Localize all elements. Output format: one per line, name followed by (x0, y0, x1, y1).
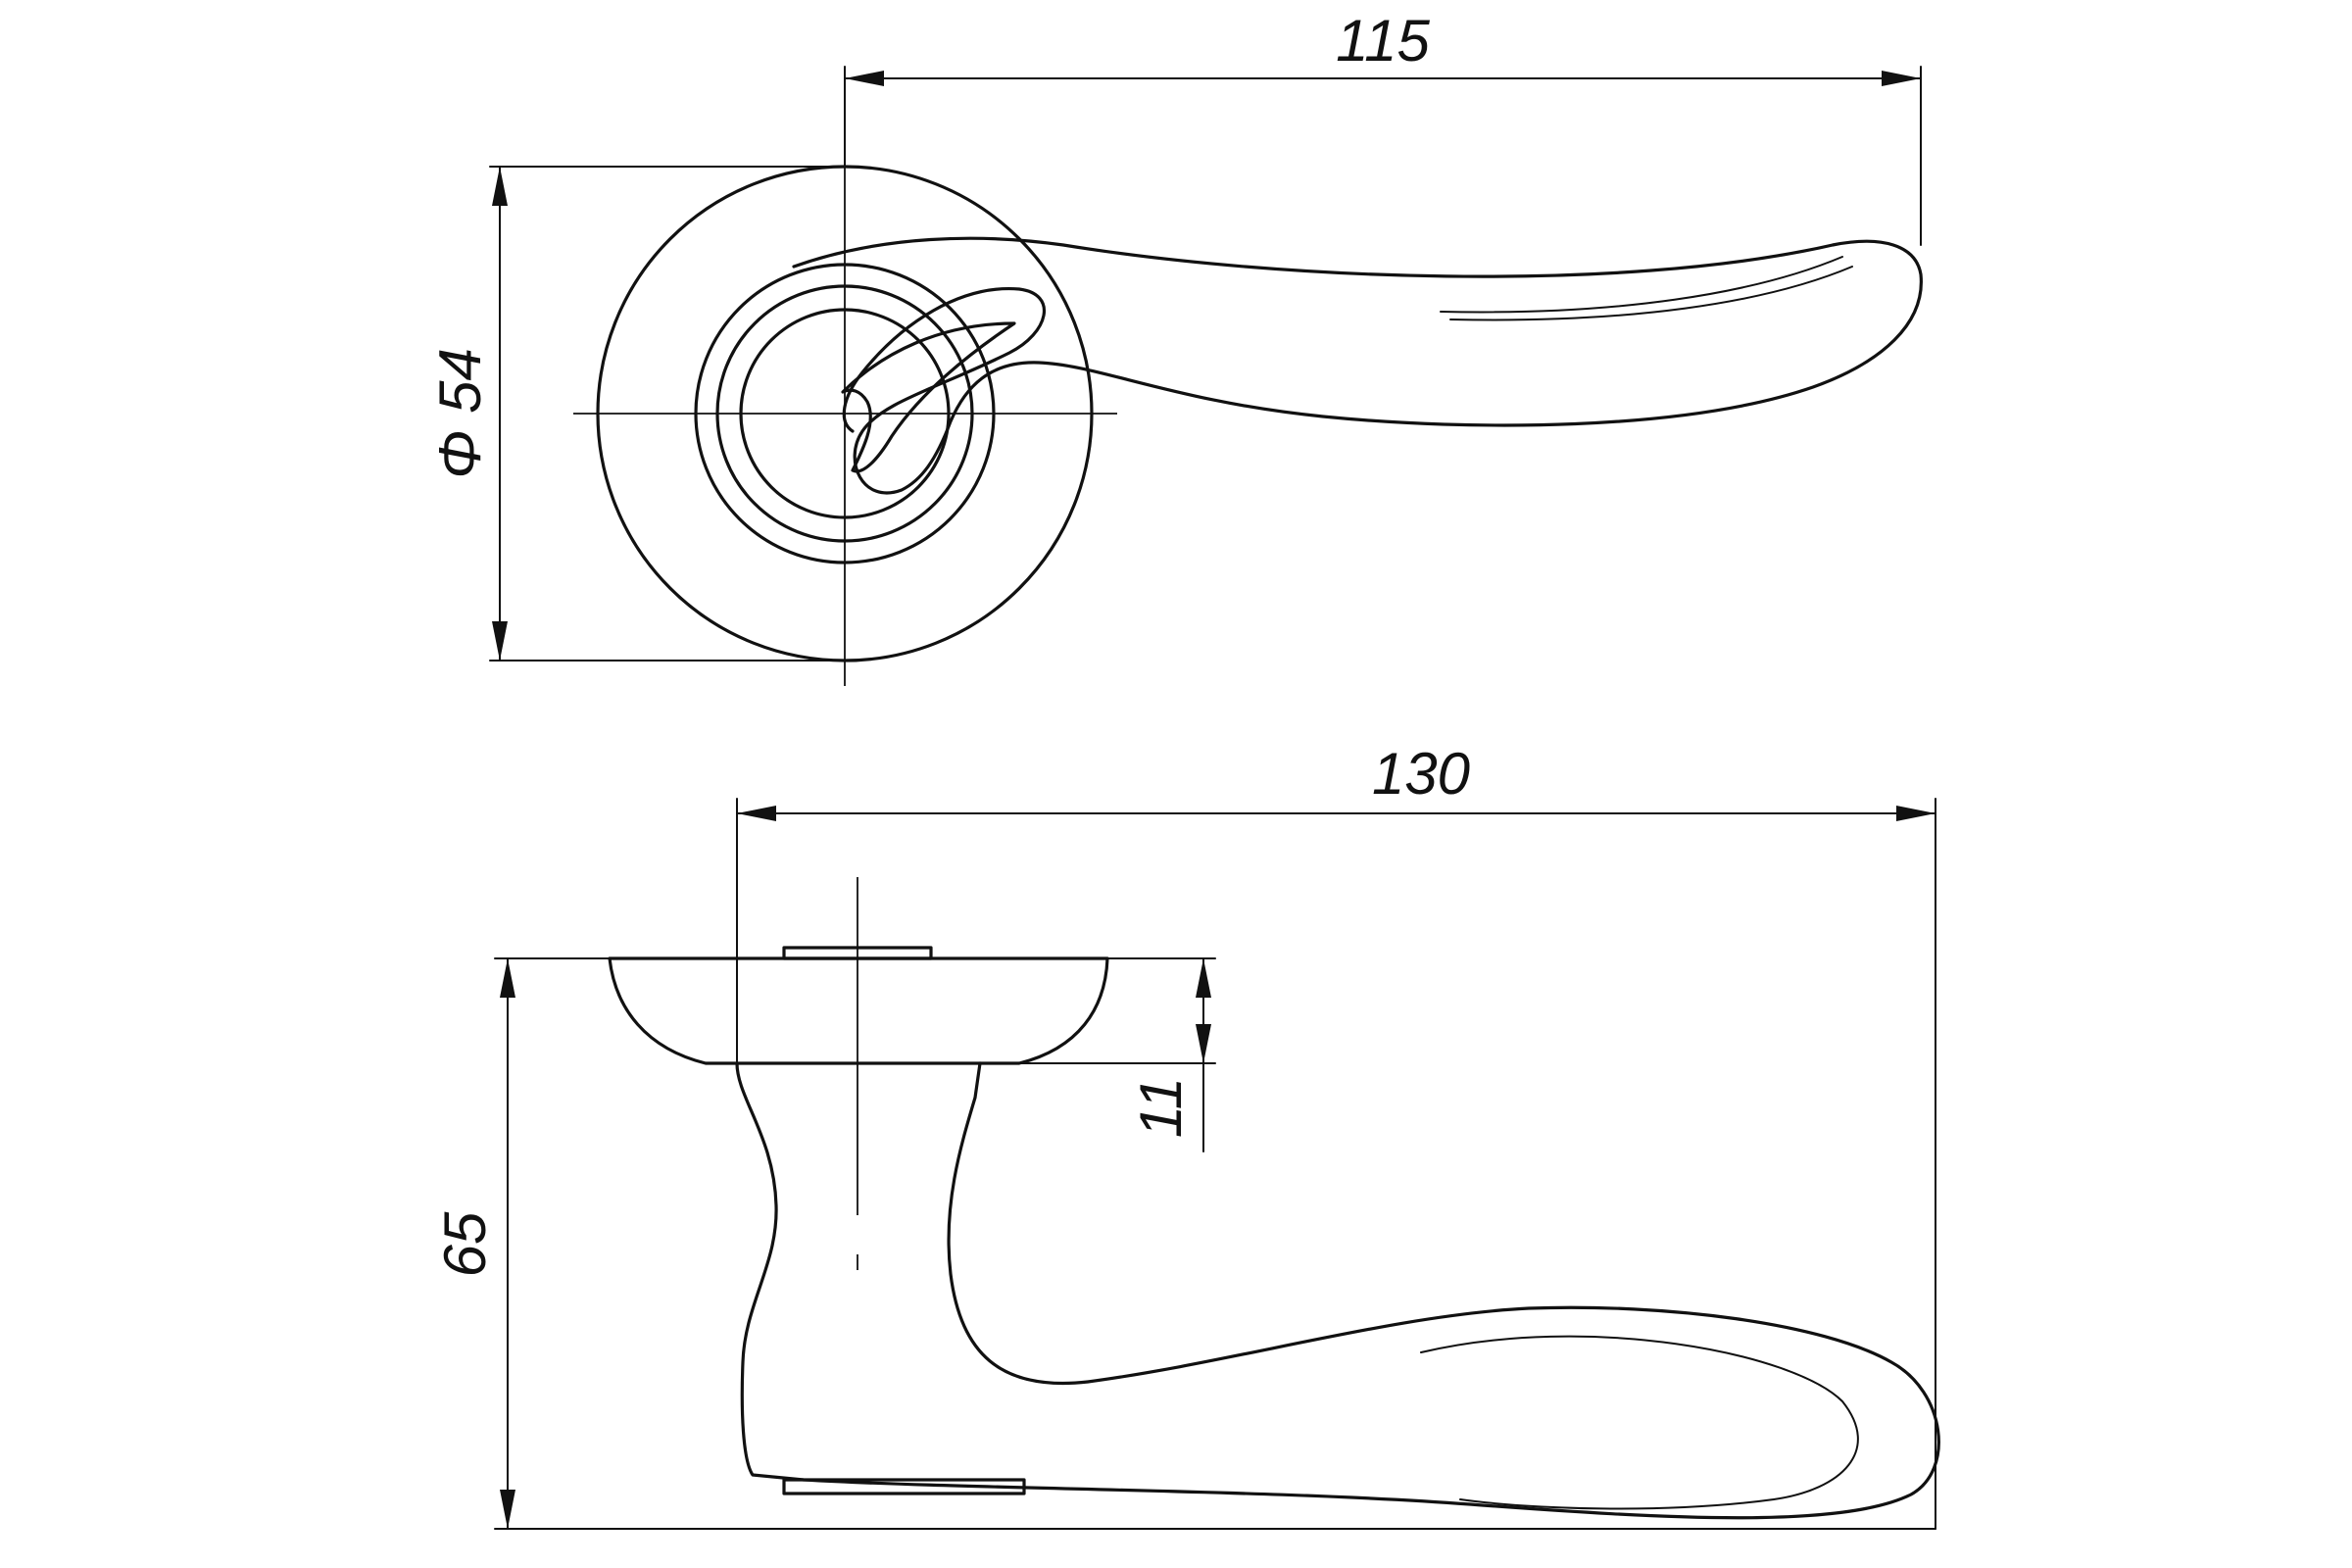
dimension-11-label: 11 (1128, 1077, 1194, 1138)
dimension-65: 65 (432, 957, 1936, 1530)
dimension-65-label: 65 (432, 1211, 498, 1277)
rosette-side-profile (608, 956, 1109, 1065)
dimension-diameter-54: Φ 54 (427, 166, 846, 662)
lever-side-groove (1420, 1335, 1859, 1510)
dimension-diameter-54-label: Φ 54 (427, 348, 493, 479)
lever-side-outline (735, 1061, 1940, 1520)
lever-bottom-foot (782, 1478, 1026, 1495)
lever-groove (1440, 256, 1843, 314)
dimension-130: 130 (736, 741, 1936, 1530)
dimension-115-label: 115 (1336, 8, 1430, 74)
lever-groove-2 (1449, 266, 1853, 321)
dimension-115: 115 (844, 8, 1922, 246)
dimension-11: 11 (1018, 957, 1216, 1152)
lever-top-outline (792, 236, 1923, 495)
leaf-cutout (841, 321, 1016, 473)
side-view (608, 877, 1940, 1520)
dimension-130-label: 130 (1372, 741, 1470, 807)
top-view (573, 74, 1923, 686)
